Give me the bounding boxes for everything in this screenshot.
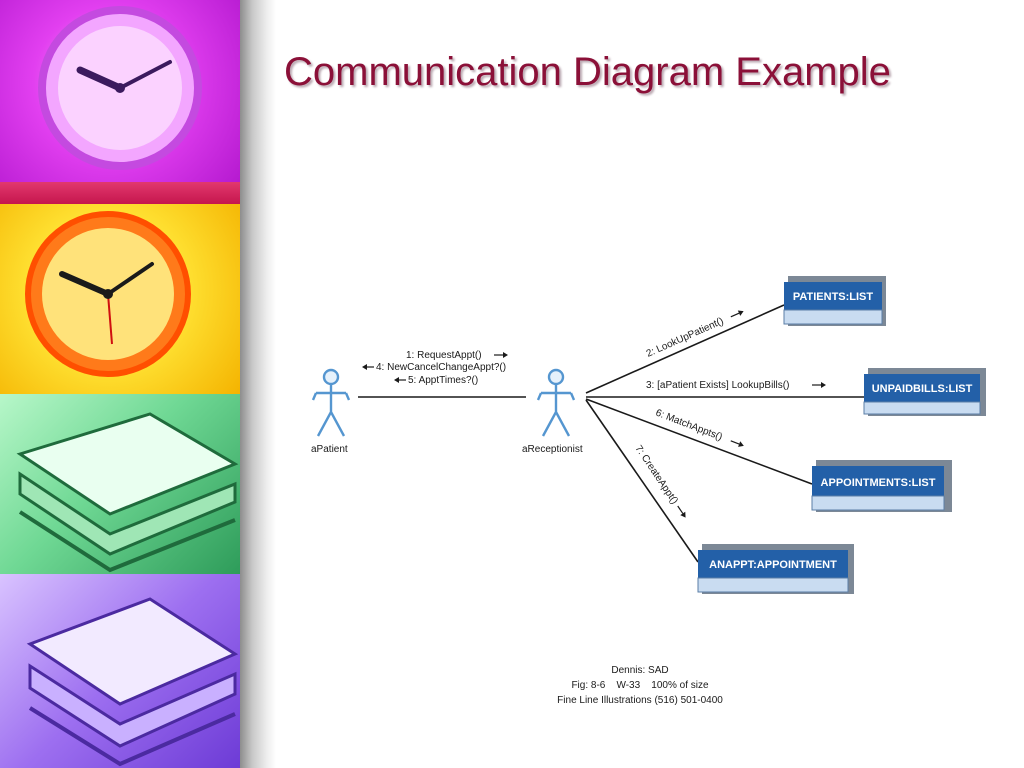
message-3: 3: [aPatient Exists] LookupBills() <box>646 380 789 391</box>
object-body <box>811 495 945 511</box>
object-body <box>783 309 883 325</box>
arrow-head-icon <box>394 377 399 383</box>
clock-icon <box>38 6 202 170</box>
message-2-group: 2: LookUpPatient() <box>645 310 744 360</box>
side-shadow <box>240 0 276 768</box>
actor-apatient: aPatient <box>311 368 351 455</box>
message-2: 2: LookUpPatient() <box>645 316 726 360</box>
object-body <box>697 577 849 593</box>
link-to-appointments-list <box>585 398 813 485</box>
object-header <box>812 466 944 496</box>
actor-label: aPatient <box>311 444 348 455</box>
orange-clock-panel <box>0 204 240 394</box>
arrow-right-icon <box>730 440 740 445</box>
books-icon <box>26 597 239 767</box>
caption-line: Fine Line Illustrations (516) 501-0400 <box>557 695 723 706</box>
arrow-head-icon <box>737 310 744 316</box>
object-header <box>698 550 848 578</box>
actor-head <box>547 368 565 386</box>
object-body <box>863 401 981 415</box>
books-icon <box>16 412 239 573</box>
object-anappt-appointment: ANAPPT:APPOINTMENT <box>697 544 854 594</box>
violet-books-panel <box>0 574 240 768</box>
purple-clock-panel <box>0 0 240 182</box>
arrow-right-icon <box>730 312 740 318</box>
actor-label: aReceptionist <box>522 444 583 455</box>
green-books-panel <box>0 394 240 574</box>
arrow-head-icon <box>362 364 367 370</box>
actor-head <box>322 368 340 386</box>
object-label: PATIENTS:LIST <box>793 291 874 303</box>
arrow-head-icon <box>821 382 826 388</box>
arrow-right-icon <box>677 505 684 514</box>
red-band <box>0 182 240 204</box>
object-header <box>864 374 980 402</box>
message-1: 1: RequestAppt() <box>406 350 482 361</box>
figure-caption: Dennis: SAD Fig: 8-6 W-33 100% of size F… <box>520 663 760 708</box>
message-7: 7: CreateAppt() <box>633 444 680 507</box>
object-unpaidbills-list: UNPAIDBILLS:LIST <box>863 368 986 416</box>
actor-body <box>536 384 576 437</box>
clock-icon <box>25 211 191 377</box>
arrow-head-icon <box>503 352 508 358</box>
message-5: 5: ApptTimes?() <box>408 375 478 386</box>
link-to-anappt <box>585 399 699 563</box>
object-header <box>784 282 882 310</box>
arrow-head-icon <box>680 511 686 518</box>
caption-line: Dennis: SAD <box>611 665 669 676</box>
object-label: APPOINTMENTS:LIST <box>821 477 936 489</box>
slide-title: Communication Diagram Example <box>284 50 891 94</box>
object-appointments-list: APPOINTMENTS:LIST <box>811 460 952 512</box>
arrow-head-icon <box>738 441 744 447</box>
object-patients-list: PATIENTS:LIST <box>783 276 886 326</box>
actor-body <box>311 384 351 437</box>
caption-line: Fig: 8-6 W-33 100% of size <box>571 680 709 691</box>
actor-areceptionist: aReceptionist <box>522 368 583 455</box>
link-to-patients-list <box>585 304 785 394</box>
message-4: 4: NewCancelChangeAppt?() <box>376 362 506 373</box>
object-label: UNPAIDBILLS:LIST <box>872 383 973 395</box>
object-label: ANAPPT:APPOINTMENT <box>709 559 837 571</box>
